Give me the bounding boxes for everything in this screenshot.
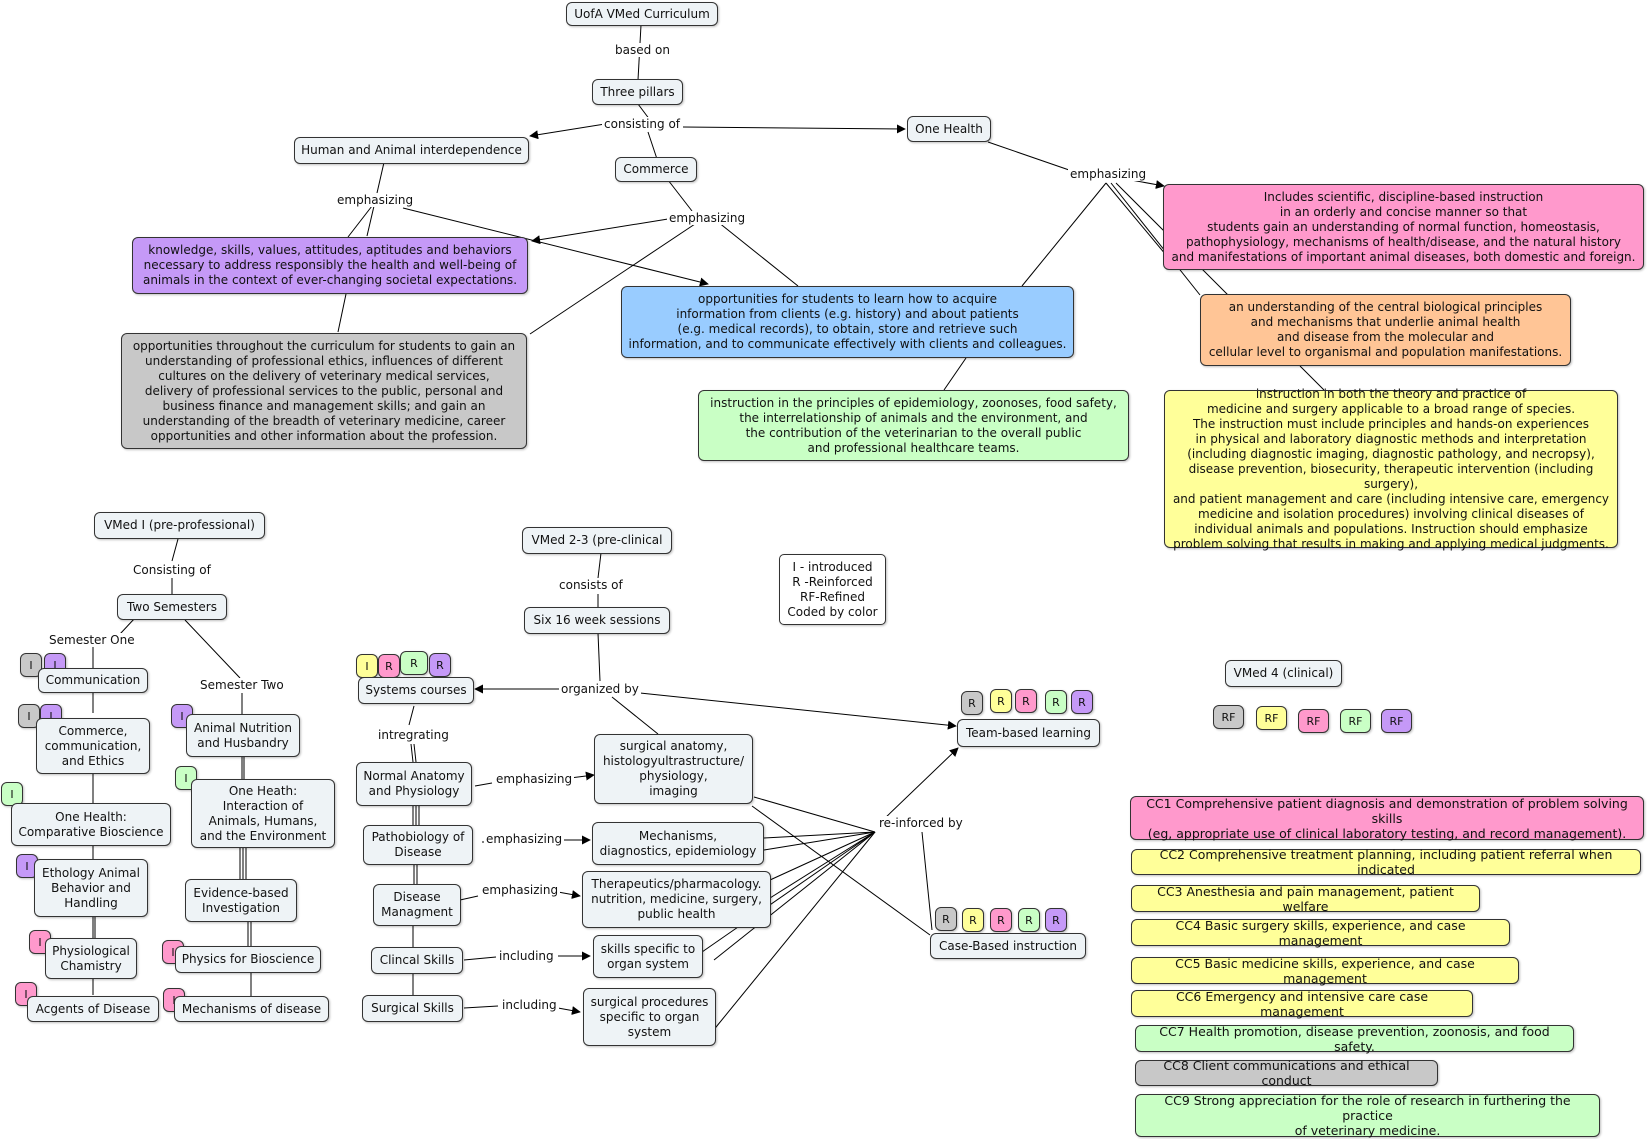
- tag-refined-gray: RF: [1213, 705, 1244, 729]
- label-emphasizing-anatomy: emphasizing: [494, 772, 575, 786]
- label-consisting-of: consisting of: [602, 117, 683, 131]
- competency-cc3: CC3 Anesthesia and pain management, pati…: [1131, 884, 1480, 914]
- node-biological-principles[interactable]: an understanding of the central biologic…: [1200, 294, 1571, 366]
- node-evidence-based-investigation[interactable]: Evidence-based Investigation: [185, 879, 297, 922]
- node-vmed-1[interactable]: VMed I (pre-professional): [94, 512, 265, 539]
- tag-introduced-gray: I: [20, 653, 42, 677]
- node-vmed-2-3[interactable]: VMed 2-3 (pre-clinical: [522, 527, 672, 554]
- label-semester-one: Semester One: [47, 633, 137, 647]
- tag-refined-purple: RF: [1381, 709, 1412, 733]
- node-skills-specific-organ[interactable]: skills specific to organ system: [593, 935, 703, 978]
- node-legend: I - introduced R -Reinforced RF-Refined …: [779, 554, 886, 625]
- tag-reinforced-green: R: [1018, 908, 1040, 932]
- label-emphasizing-pathobiology: emphasizing: [484, 832, 565, 846]
- tag-reinforced-green: R: [400, 651, 428, 675]
- node-surgical-skills[interactable]: Surgical Skills: [362, 995, 463, 1022]
- node-ethology-animal-behavior[interactable]: Ethology Animal Behavior and Handling: [34, 859, 148, 917]
- node-epidemiology-instruction[interactable]: instruction in the principles of epidemi…: [698, 390, 1129, 461]
- node-commerce[interactable]: Commerce: [615, 157, 697, 182]
- node-human-animal-interdependence[interactable]: Human and Animal interdependence: [294, 137, 529, 164]
- tag-introduced-gray: I: [18, 704, 40, 728]
- node-one-health[interactable]: One Health: [907, 116, 991, 142]
- node-surgical-anatomy[interactable]: surgical anatomy, histologyultrastructur…: [594, 734, 753, 804]
- competency-cc9: CC9 Strong appreciation for the role of …: [1135, 1093, 1600, 1138]
- node-normal-anatomy-physiology[interactable]: Normal Anatomy and Physiology: [356, 762, 472, 806]
- node-physiological-chemistry[interactable]: Physiological Chamistry: [45, 938, 137, 979]
- label-reinforced-by: re-inforced by: [877, 816, 965, 830]
- node-mechanisms-of-disease[interactable]: Mechanisms of disease: [174, 996, 329, 1022]
- tag-refined-pink: RF: [1298, 709, 1329, 733]
- tag-reinforced-gray: R: [935, 907, 957, 931]
- node-therapeutics-pharmacology[interactable]: Therapeutics/pharmacology. nutrition, me…: [582, 871, 771, 928]
- tag-reinforced-pink: R: [1015, 689, 1037, 713]
- node-agents-of-disease[interactable]: Acgents of Disease: [27, 996, 159, 1022]
- competency-cc4: CC4 Basic surgery skills, experience, an…: [1131, 918, 1510, 948]
- competency-cc2: CC2 Comprehensive treatment planning, in…: [1131, 847, 1641, 877]
- label-consists-of: consists of: [557, 578, 625, 592]
- node-theory-practice[interactable]: instruction in both the theory and pract…: [1164, 387, 1618, 551]
- label-emphasizing-human: emphasizing: [335, 193, 416, 207]
- label-semester-two: Semester Two: [198, 678, 286, 692]
- node-clinical-skills[interactable]: Clincal Skills: [371, 947, 463, 974]
- node-six-16-week-sessions[interactable]: Six 16 week sessions: [524, 607, 670, 634]
- tag-reinforced-yellow: R: [990, 689, 1012, 713]
- competency-cc8: CC8 Client communications and ethical co…: [1135, 1058, 1438, 1088]
- competency-cc5: CC5 Basic medicine skills, experience, a…: [1131, 956, 1519, 986]
- node-animal-nutrition[interactable]: Animal Nutrition and Husbandry: [186, 714, 300, 757]
- node-commerce-communication-ethics[interactable]: Commerce, communication, and Ethics: [36, 718, 150, 774]
- tag-reinforced-gray: R: [961, 691, 983, 715]
- node-two-semesters[interactable]: Two Semesters: [117, 594, 227, 620]
- tag-introduced-yellow: I: [356, 654, 378, 678]
- node-team-based-learning[interactable]: Team-based learning: [957, 719, 1100, 747]
- competency-cc1: CC1 Comprehensive patient diagnosis and …: [1130, 796, 1644, 841]
- tag-reinforced-green: R: [1045, 690, 1067, 714]
- label-emphasizing-one-health: emphasizing: [1068, 167, 1149, 181]
- node-mechanisms-diagnostics[interactable]: Mechanisms, diagnostics, epidemiology: [592, 822, 764, 865]
- node-communication[interactable]: Communication: [38, 668, 148, 693]
- tag-reinforced-purple: R: [429, 653, 451, 677]
- tag-reinforced-purple: R: [1045, 908, 1067, 932]
- node-three-pillars[interactable]: Three pillars: [592, 79, 683, 105]
- label-organized-by: organized by: [559, 682, 641, 696]
- node-disease-management[interactable]: Disease Managment: [373, 884, 461, 926]
- node-uofa-vmed-curriculum[interactable]: UofA VMed Curriculum: [566, 2, 718, 26]
- tag-reinforced-yellow: R: [962, 908, 984, 932]
- competency-cc6: CC6 Emergency and intensive care case ma…: [1131, 989, 1473, 1019]
- label-including-clinical: including: [497, 949, 556, 963]
- tag-reinforced-purple: R: [1071, 690, 1093, 714]
- label-emphasizing-commerce: emphasizing: [667, 211, 748, 225]
- label-consisting-of-vmed1: Consisting of: [131, 563, 213, 577]
- tag-reinforced-pink: R: [378, 654, 400, 678]
- node-surgical-procedures-organ[interactable]: surgical procedures specific to organ sy…: [583, 988, 716, 1046]
- label-based-on: based on: [613, 43, 672, 57]
- node-one-health-comparative[interactable]: One Health: Comparative Bioscience: [11, 803, 171, 846]
- node-pathobiology-of-disease[interactable]: Pathobiology of Disease: [363, 825, 473, 865]
- competency-cc7: CC7 Health promotion, disease prevention…: [1135, 1024, 1574, 1054]
- node-physics-for-bioscience[interactable]: Physics for Bioscience: [175, 946, 321, 973]
- tag-refined-green: RF: [1340, 709, 1371, 733]
- node-vmed-4[interactable]: VMed 4 (clinical): [1225, 660, 1342, 687]
- node-knowledge-skills-values[interactable]: knowledge, skills, values, attitudes, ap…: [132, 237, 528, 294]
- label-including-surgical: including: [500, 998, 559, 1012]
- label-intregrating: intregrating: [376, 728, 451, 742]
- node-opportunities-clients[interactable]: opportunities for students to learn how …: [621, 286, 1074, 358]
- label-emphasizing-disease-management: emphasizing: [480, 883, 561, 897]
- node-case-based-instruction[interactable]: Case-Based instruction: [930, 933, 1086, 959]
- node-opportunities-curriculum[interactable]: opportunities throughout the curriculum …: [121, 333, 527, 449]
- tag-refined-yellow: RF: [1256, 706, 1287, 730]
- node-systems-courses[interactable]: Systems courses: [358, 677, 474, 704]
- node-one-heath-interaction[interactable]: One Heath: Interaction of Animals, Human…: [191, 779, 335, 848]
- node-scientific-instruction[interactable]: Includes scientific, discipline-based in…: [1163, 184, 1644, 270]
- tag-reinforced-pink: R: [990, 908, 1012, 932]
